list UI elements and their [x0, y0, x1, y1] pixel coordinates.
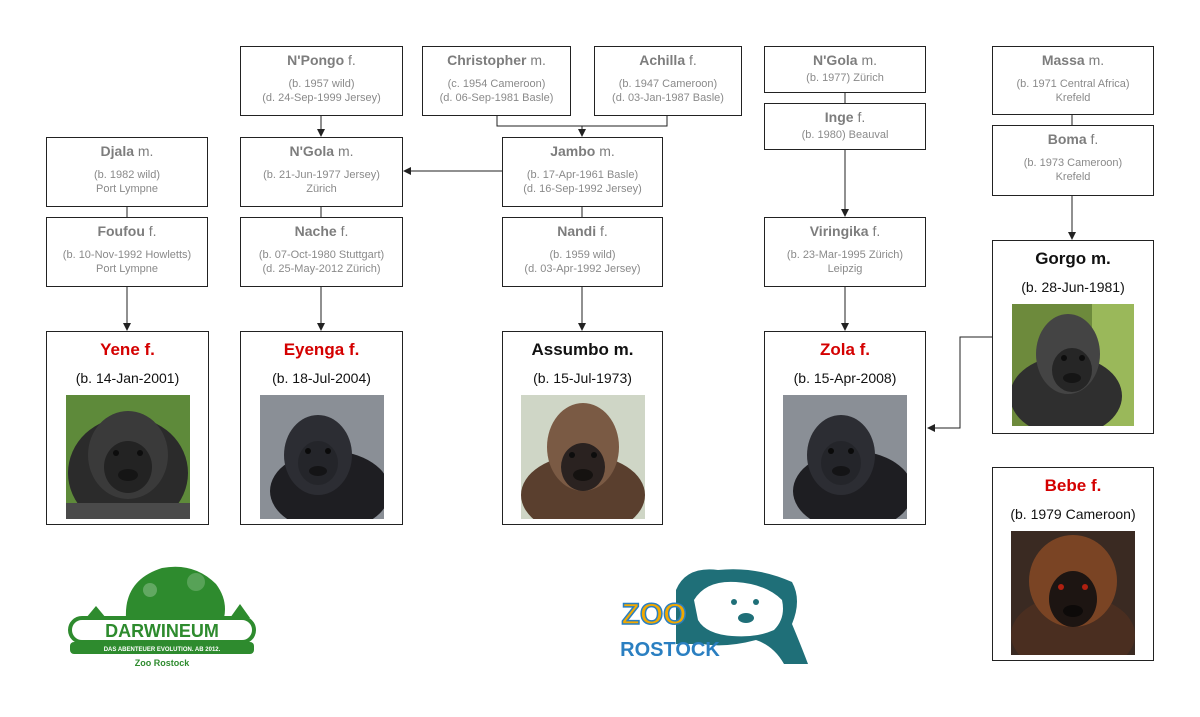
- node-name: Nandi f.: [557, 223, 608, 239]
- node-jambo: Jambo m. (b. 17-Apr-1961 Basle) (d. 16-S…: [502, 137, 663, 207]
- node-detail: (d. 06-Sep-1981 Basle): [439, 92, 554, 104]
- gorilla-photo: [1012, 304, 1134, 426]
- gorilla-birth: (b. 18-Jul-2004): [272, 370, 371, 386]
- node-name: Viringika f.: [809, 223, 881, 239]
- node-detail: (b. 1980) Beauval: [801, 129, 889, 141]
- zoo-wordmark: ZOO: [622, 598, 687, 631]
- node-detail: Zürich: [306, 183, 337, 195]
- node-detail: (d. 16-Sep-1992 Jersey): [523, 183, 642, 195]
- node-detail: (d. 25-May-2012 Zürich): [262, 263, 381, 275]
- node-detail: (b. 23-Mar-1995 Zürich): [786, 249, 904, 261]
- node-detail: (b. 10-Nov-1992 Howletts): [62, 249, 192, 261]
- node-name: Inge f.: [824, 109, 866, 125]
- node-achilla: Achilla f. (b. 1947 Cameroon) (d. 03-Jan…: [594, 46, 742, 116]
- node-boma: Boma f. (b. 1973 Cameroon) Krefeld: [992, 125, 1154, 196]
- gorilla-card-zola: Zola f. (b. 15-Apr-2008): [764, 331, 926, 525]
- node-detail: (b. 07-Oct-1980 Stuttgart): [258, 249, 385, 261]
- node-massa: Massa m. (b. 1971 Central Africa) Krefel…: [992, 46, 1154, 115]
- node-detail: Krefeld: [1055, 92, 1091, 104]
- node-name: Djala m.: [100, 143, 154, 159]
- gorilla-photo: [520, 395, 645, 519]
- node-detail: Leipzig: [827, 263, 863, 275]
- node-inge: Inge f. (b. 1980) Beauval: [764, 103, 926, 150]
- gorilla-card-assumbo: Assumbo m. (b. 15-Jul-1973): [502, 331, 663, 525]
- node-detail: (b. 1973 Cameroon): [1023, 157, 1123, 169]
- gorilla-photo: [783, 395, 907, 519]
- gorilla-name: Gorgo m.: [1035, 249, 1111, 268]
- darwineum-tagline: DAS ABENTEUER EVOLUTION. AB 2012.: [104, 647, 221, 653]
- node-nandi: Nandi f. (b. 1959 wild) (d. 03-Apr-1992 …: [502, 217, 663, 287]
- gorilla-photo: [1011, 531, 1135, 655]
- gorilla-card-bebe: Bebe f. (b. 1979 Cameroon): [992, 467, 1154, 661]
- gorilla-name: Yene f.: [100, 340, 155, 359]
- node-djala: Djala m. (b. 1982 wild) Port Lympne: [46, 137, 208, 207]
- node-name: N'Gola m.: [812, 52, 877, 68]
- gorilla-photo: [65, 395, 190, 519]
- node-christopher: Christopher m. (c. 1954 Cameroon) (d. 06…: [422, 46, 571, 116]
- node-detail: (b. 1971 Central Africa): [1016, 78, 1130, 90]
- node-detail: (b. 17-Apr-1961 Basle): [526, 169, 639, 181]
- node-detail: (d. 03-Apr-1992 Jersey): [524, 263, 641, 275]
- gorilla-name: Assumbo m.: [531, 340, 634, 359]
- gorilla-name: Zola f.: [819, 340, 871, 359]
- gorilla-birth: (b. 1979 Cameroon): [1010, 506, 1136, 522]
- zoo-rostock-logo: ZOO ROSTOCK: [606, 560, 812, 670]
- node-detail: Krefeld: [1055, 171, 1091, 183]
- node-name: Foufou f.: [97, 223, 157, 239]
- node-name: Boma f.: [1047, 131, 1099, 147]
- gorilla-photo: [259, 395, 384, 519]
- gorilla-birth: (b. 14-Jan-2001): [75, 370, 180, 386]
- node-detail: (b. 21-Jun-1977 Jersey): [263, 169, 380, 181]
- gorilla-card-gorgo: Gorgo m. (b. 28-Jun-1981): [992, 240, 1154, 434]
- node-nache: Nache f. (b. 07-Oct-1980 Stuttgart) (d. …: [240, 217, 403, 287]
- node-foufou: Foufou f. (b. 10-Nov-1992 Howletts) Port…: [46, 217, 208, 287]
- node-ngola-mid: N'Gola m. (b. 21-Jun-1977 Jersey) Zürich: [240, 137, 403, 207]
- node-name: Christopher m.: [447, 52, 546, 68]
- gorilla-birth: (b. 28-Jun-1981): [1021, 279, 1125, 295]
- node-name: N'Gola m.: [289, 143, 354, 159]
- darwineum-logo: DARWINEUM DAS ABENTEUER EVOLUTION. AB 20…: [66, 560, 258, 672]
- node-detail: (b. 1982 wild): [93, 169, 161, 181]
- node-viringika: Viringika f. (b. 23-Mar-1995 Zürich) Lei…: [764, 217, 926, 287]
- node-detail: (b. 1957 wild): [288, 78, 355, 90]
- node-name: Nache f.: [294, 223, 349, 239]
- node-detail: (b. 1947 Cameroon): [618, 78, 718, 90]
- gorilla-birth: (b. 15-Jul-1973): [533, 370, 632, 386]
- gorilla-birth: (b. 15-Apr-2008): [793, 370, 897, 386]
- node-ngola-top: N'Gola m. (b. 1977) Zürich: [764, 46, 926, 93]
- darwineum-wordmark: DARWINEUM: [105, 621, 219, 641]
- gorilla-card-eyenga: Eyenga f. (b. 18-Jul-2004): [240, 331, 403, 525]
- node-detail: (d. 24-Sep-1999 Jersey): [262, 92, 381, 104]
- node-detail: (b. 1959 wild): [549, 249, 616, 261]
- node-name: Massa m.: [1041, 52, 1105, 68]
- darwineum-subtitle: Zoo Rostock: [135, 658, 190, 668]
- gorilla-card-yene: Yene f. (b. 14-Jan-2001): [46, 331, 209, 525]
- node-detail: (d. 03-Jan-1987 Basle): [612, 92, 724, 104]
- node-detail: (c. 1954 Cameroon): [447, 78, 546, 90]
- node-name: N'Pongo f.: [287, 52, 356, 68]
- gorilla-name: Eyenga f.: [283, 340, 360, 359]
- node-detail: Port Lympne: [96, 183, 158, 195]
- node-detail: Port Lympne: [96, 263, 158, 275]
- rostock-wordmark: ROSTOCK: [620, 639, 720, 661]
- gorilla-name: Bebe f.: [1044, 476, 1102, 495]
- node-name: Achilla f.: [639, 52, 697, 68]
- node-detail: (b. 1977) Zürich: [806, 72, 884, 84]
- node-name: Jambo m.: [550, 143, 615, 159]
- node-npongo: N'Pongo f. (b. 1957 wild) (d. 24-Sep-199…: [240, 46, 403, 116]
